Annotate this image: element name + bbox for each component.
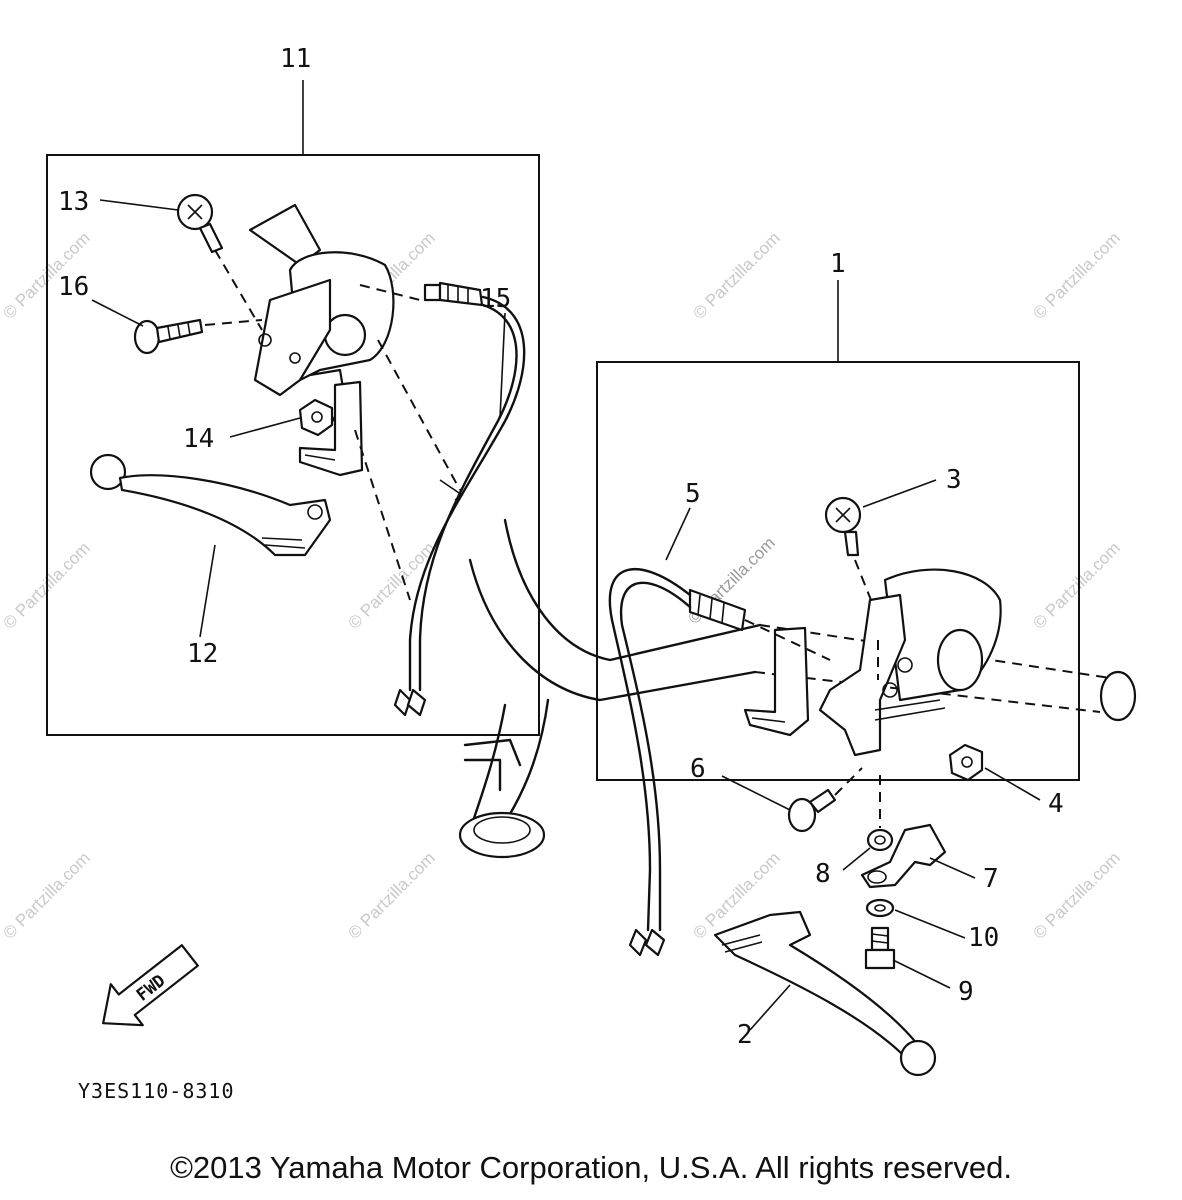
- callout-11: 11: [280, 44, 311, 74]
- watermark: © Partzilla.com: [1029, 538, 1123, 632]
- screw-13: [176, 193, 263, 331]
- watermark: © Partzilla.com: [689, 228, 783, 322]
- screw-16: [133, 318, 263, 355]
- callout-12: 12: [187, 639, 218, 669]
- lever-12: [89, 453, 332, 557]
- watermark: © Partzilla.com: [1029, 848, 1123, 942]
- cable-5: [608, 568, 831, 957]
- callout-14: 14: [183, 424, 214, 454]
- right-switch-bracket: [743, 626, 810, 737]
- callout-2: 2: [737, 1020, 753, 1050]
- nut-14: [298, 398, 334, 437]
- watermark: © Partzilla.com: [344, 538, 438, 632]
- right-lever-holder: [818, 568, 1002, 757]
- callout-7: 7: [983, 864, 999, 894]
- lever-2: [713, 910, 937, 1077]
- left-switch-bracket: [298, 380, 364, 477]
- washer-10: [865, 898, 895, 918]
- callout-15: 15: [480, 284, 511, 314]
- callout-13: 13: [58, 187, 89, 217]
- left-lever-holder: [248, 203, 395, 426]
- diagram-code: Y3ES110-8310: [78, 1079, 235, 1103]
- washer-8: [866, 775, 894, 852]
- callout-5: 5: [685, 479, 701, 509]
- callout-1: 1: [830, 249, 846, 279]
- fwd-arrow-icon: FWD: [102, 944, 199, 1027]
- cable-15: [354, 281, 526, 717]
- watermark: © Partzilla.com: [344, 848, 438, 942]
- watermark: © Partzilla.com: [1029, 228, 1123, 322]
- copyright-notice: ©2013 Yamaha Motor Corporation, U.S.A. A…: [170, 1150, 1012, 1185]
- leader-lines: [91, 199, 1041, 1031]
- screw-6: [787, 767, 863, 833]
- callout-9: 9: [958, 977, 974, 1007]
- callout-layer: 11 1 13 16 15 14 12 5 3 6 4 8 7 10 9 2: [58, 44, 1064, 1050]
- assembly-box-11: [46, 154, 540, 736]
- callout-16: 16: [58, 272, 89, 302]
- callout-3: 3: [946, 465, 962, 495]
- handlebar: [458, 518, 1137, 859]
- bracket-7: [860, 823, 947, 889]
- callout-4: 4: [1048, 789, 1064, 819]
- callout-6: 6: [690, 754, 706, 784]
- callout-8: 8: [815, 859, 831, 889]
- screw-3: [824, 496, 874, 606]
- nut-4: [948, 743, 984, 782]
- watermark: © Partzilla.com: [0, 848, 94, 942]
- callout-10: 10: [968, 923, 999, 953]
- bolt-9: [864, 926, 896, 970]
